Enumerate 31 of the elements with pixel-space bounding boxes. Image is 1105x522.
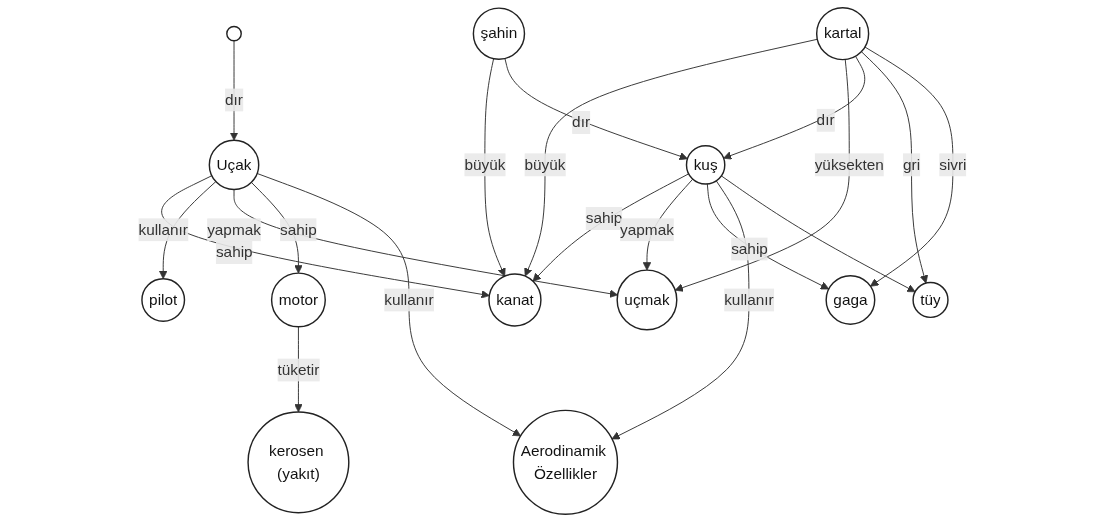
- node-circle: kuş: [685, 145, 726, 185]
- edge-label: büyük: [524, 156, 566, 173]
- node-circle: Uçak: [208, 139, 260, 191]
- node-circle: kerosen (yakıt): [247, 411, 350, 514]
- edge-label: tüketir: [277, 361, 320, 378]
- edge-label: dır: [572, 113, 591, 131]
- node-circle: pilot: [141, 277, 186, 322]
- edge-label: sivri: [939, 156, 967, 173]
- edge-label: dır: [816, 111, 835, 128]
- edge-label: sahip: [280, 221, 317, 238]
- node-circle: Aerodinamik Özellikler: [512, 409, 619, 516]
- node-circle: kanat: [488, 273, 542, 327]
- node-circle: şahin: [472, 7, 526, 60]
- edge-label: kullanır: [138, 221, 188, 238]
- edge-label: büyük: [464, 156, 506, 173]
- edge-label: sahip: [731, 240, 768, 257]
- edge-label: kullanır: [724, 291, 774, 308]
- node-circle: uçmak: [616, 269, 678, 331]
- node-circle: tüy: [912, 281, 949, 319]
- node-circle: motor: [270, 272, 326, 328]
- edge-label: yapmak: [620, 221, 674, 238]
- edge-label: gri: [903, 156, 921, 173]
- node-circle: kartal: [815, 6, 870, 61]
- node-circle: [226, 25, 242, 42]
- edge-label: yapmak: [207, 221, 261, 238]
- edge-label: dır: [225, 91, 243, 108]
- node-circle: gaga: [825, 274, 876, 325]
- edge-label: sahip: [585, 209, 623, 227]
- edge-label: sahip: [215, 243, 253, 261]
- edge-label: kullanır: [384, 291, 434, 308]
- edge-label: yüksekten: [814, 156, 884, 173]
